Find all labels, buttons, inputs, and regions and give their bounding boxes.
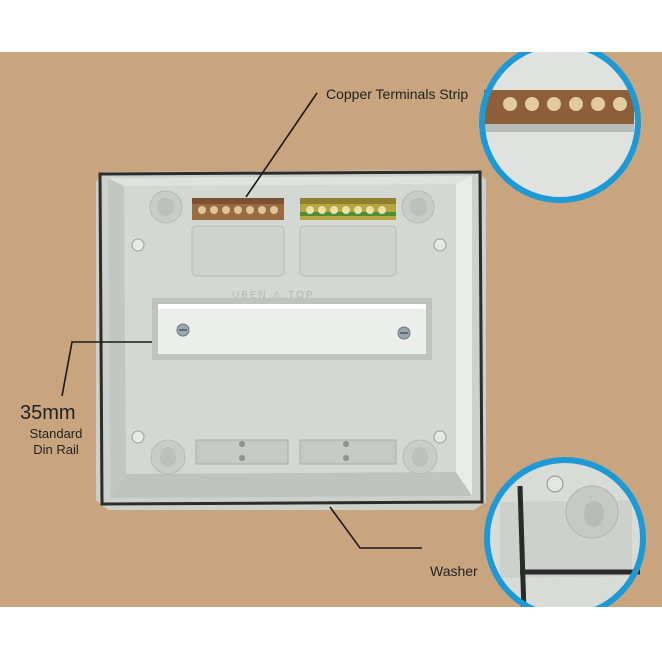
- copper-terminals-strip-label: Copper Terminals Strip: [326, 86, 469, 102]
- leader-line-washer: [329, 506, 422, 549]
- terminal-pocket-left: [191, 225, 285, 277]
- cable-knockouts: [195, 439, 397, 465]
- leader-lines: [61, 92, 422, 549]
- din-rail: [152, 298, 432, 360]
- din-rail-label-line1: Standard: [29, 426, 83, 441]
- leader-line-copper: [245, 92, 318, 198]
- corner-bosses: [131, 190, 447, 475]
- zoom-bubble-washer: [484, 457, 646, 607]
- earth-terminal-strip-right: [300, 198, 396, 220]
- din-rail-size-label: 35mm: [20, 402, 76, 424]
- din-rail-label-line2: Din Rail: [33, 442, 79, 457]
- zoom-bubble-terminals: [479, 52, 641, 203]
- embossed-brand-text: UBEN ⚠ TOP: [232, 290, 315, 301]
- leader-line-din-rail: [61, 341, 152, 397]
- copper-terminal-strip-left: [192, 198, 284, 220]
- distribution-box-photo: UBEN ⚠ TOP: [0, 52, 662, 607]
- washer-label: Washer: [430, 563, 478, 579]
- terminal-pocket-right: [299, 225, 397, 277]
